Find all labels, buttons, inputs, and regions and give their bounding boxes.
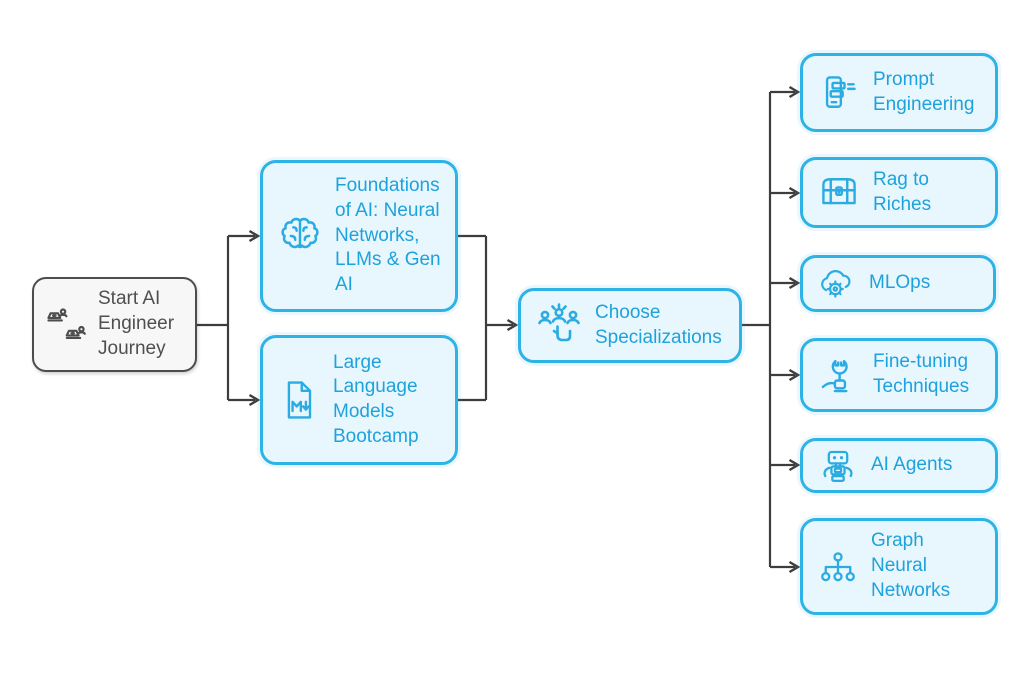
- node-graph-neural-networks: Graph Neural Networks: [800, 518, 998, 615]
- node-rag-to-riches: Rag to Riches: [800, 157, 998, 228]
- node-label: Choose Specializations: [595, 301, 722, 348]
- robot-icon: [817, 445, 859, 487]
- node-ai-agents: AI Agents: [800, 438, 998, 493]
- node-label: AI Agents: [871, 454, 953, 476]
- node-label: Foundations of AI: Neural Networks, LLMs…: [335, 175, 441, 296]
- node-foundations-of-ai: Foundations of AI: Neural Networks, LLMs…: [260, 160, 458, 312]
- node-mlops: MLOps: [800, 255, 996, 312]
- markdown-document-icon: [277, 378, 321, 422]
- wrench-hand-icon: [817, 353, 861, 397]
- treasure-chest-icon: [817, 171, 861, 215]
- people-laptops-icon: [46, 305, 86, 345]
- graph-network-icon: [817, 546, 859, 588]
- team-select-icon: [535, 302, 583, 350]
- node-label: Rag to Riches: [873, 168, 932, 215]
- node-start-ai-engineer-journey: Start AI Engineer Journey: [32, 277, 197, 372]
- arrowheads: [248, 85, 801, 574]
- node-fine-tuning-techniques: Fine-tuning Techniques: [800, 338, 998, 412]
- edge-lines: [197, 90, 795, 569]
- node-label: MLOps: [869, 272, 931, 294]
- node-prompt-engineering: Prompt Engineering: [800, 53, 998, 132]
- node-label: Prompt Engineering: [873, 68, 975, 115]
- cloud-gear-icon: [817, 264, 857, 304]
- node-label: Graph Neural Networks: [871, 530, 951, 601]
- node-choose-specializations: Choose Specializations: [518, 288, 742, 363]
- node-label: Large Language Models Bootcamp: [333, 351, 419, 447]
- node-label: Start AI Engineer Journey: [98, 288, 175, 359]
- brain-icon: [277, 213, 323, 259]
- node-llm-bootcamp: Large Language Models Bootcamp: [260, 335, 458, 465]
- phone-prompt-icon: [817, 71, 861, 115]
- node-label: Fine-tuning Techniques: [873, 351, 970, 397]
